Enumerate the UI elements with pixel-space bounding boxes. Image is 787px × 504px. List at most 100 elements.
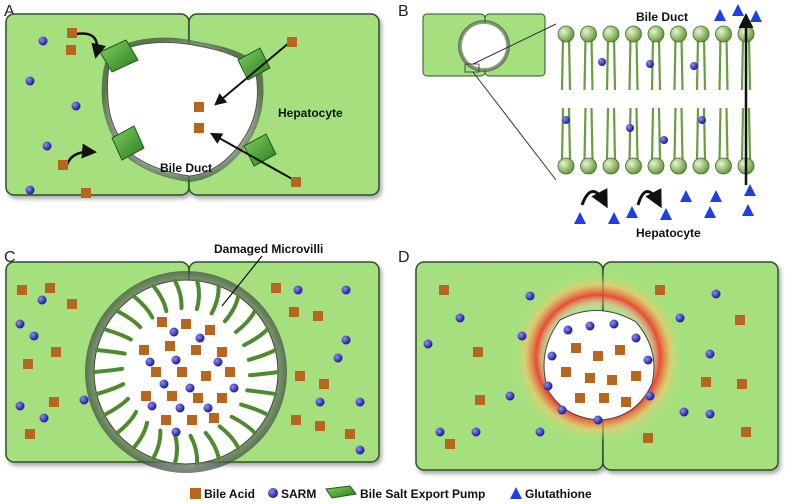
legend-sarm-swatch bbox=[268, 488, 278, 498]
bile-acid bbox=[81, 188, 91, 198]
lipid-tail bbox=[560, 107, 565, 161]
bile-acid bbox=[217, 347, 227, 357]
lipid-tail bbox=[747, 37, 752, 91]
microvillus bbox=[151, 283, 169, 314]
panel-c: C Damaged Microvilli bbox=[4, 242, 380, 473]
lipid-tail bbox=[612, 107, 617, 161]
sarm-particle bbox=[171, 427, 181, 437]
panel-b: B Bile Duct Hepatocyte bbox=[398, 3, 762, 240]
bile-acid bbox=[561, 367, 571, 377]
duct-contents bbox=[423, 285, 751, 449]
bile-acid bbox=[49, 397, 59, 407]
sarm-particle bbox=[71, 101, 81, 111]
lipid-tail bbox=[567, 37, 572, 91]
sarm-particle bbox=[203, 403, 213, 413]
bile-acid bbox=[621, 397, 631, 407]
lipid-head bbox=[670, 157, 687, 175]
sarm-particle bbox=[645, 391, 655, 401]
sarm-particle bbox=[171, 355, 181, 365]
microvillus bbox=[115, 308, 143, 330]
lipid-head bbox=[602, 25, 620, 43]
glutathione-triangle bbox=[742, 204, 754, 216]
legend-sarm-label: SARM bbox=[281, 487, 316, 501]
lipid-tail bbox=[695, 107, 700, 161]
lipid-tail bbox=[657, 37, 662, 91]
sarm-particle bbox=[585, 321, 595, 331]
sarm-particle bbox=[38, 36, 48, 46]
bile-acid bbox=[177, 367, 187, 377]
legend-bile-acid-label: Bile Acid bbox=[204, 487, 255, 501]
sarm-particle bbox=[333, 353, 343, 363]
bile-acid bbox=[51, 347, 61, 357]
panel-a: A Hepatocyte Bile Duct bbox=[4, 3, 380, 198]
glutathione-triangle bbox=[704, 206, 716, 218]
lipid-tail bbox=[747, 107, 752, 161]
bile-acid bbox=[607, 375, 617, 385]
sarm-particle bbox=[185, 383, 195, 393]
bile-acid bbox=[593, 351, 603, 361]
sarm-particle bbox=[675, 313, 685, 323]
sarm-particle bbox=[705, 409, 715, 419]
bile-acid bbox=[643, 433, 653, 443]
bile-acid bbox=[205, 325, 215, 335]
sarm-particle bbox=[147, 401, 157, 411]
lipid-tail bbox=[635, 37, 639, 91]
microvillus bbox=[131, 294, 155, 320]
mini-duct-interior bbox=[462, 24, 506, 68]
sarm-particle bbox=[547, 351, 557, 361]
lipid-tail bbox=[612, 37, 617, 91]
panel-b-letter: B bbox=[398, 3, 409, 20]
bile-acid bbox=[17, 285, 27, 295]
transport-arrow bbox=[209, 132, 295, 181]
microvillus bbox=[188, 433, 200, 466]
microvillus bbox=[172, 433, 180, 466]
lipid-tail bbox=[740, 107, 745, 161]
bile-acid bbox=[735, 315, 745, 325]
bile-acid bbox=[23, 359, 33, 369]
microvillus bbox=[217, 424, 241, 450]
duct-interior bbox=[543, 310, 655, 421]
bile-acid bbox=[631, 371, 641, 381]
lipid-head bbox=[580, 25, 597, 43]
bile-acid bbox=[701, 377, 711, 387]
sarm-particle bbox=[690, 62, 698, 70]
sarm-particle bbox=[505, 391, 515, 401]
lipid-tail bbox=[583, 37, 587, 91]
bile-acid bbox=[161, 415, 171, 425]
sarm-particle bbox=[679, 407, 689, 417]
bile-salt-export-pump bbox=[99, 39, 139, 73]
legend-glutathione-label: Glutathione bbox=[525, 487, 592, 501]
bile-acid bbox=[139, 345, 149, 355]
lipid-tail bbox=[702, 107, 707, 161]
bile-acid bbox=[25, 429, 35, 439]
bile-acid bbox=[291, 415, 301, 425]
lipid-tail bbox=[560, 37, 565, 91]
sarm-particle bbox=[213, 357, 223, 367]
lipid-tail bbox=[702, 37, 707, 91]
lipid-head bbox=[715, 25, 732, 43]
lipid-tail bbox=[718, 37, 722, 91]
lipid-head bbox=[692, 25, 710, 43]
microvillus bbox=[233, 308, 257, 335]
microvillus bbox=[239, 402, 270, 417]
lipid-head bbox=[557, 25, 575, 43]
hepatocyte-label: Hepatocyte bbox=[278, 106, 343, 120]
bile-acid bbox=[291, 177, 301, 187]
legend-glutathione-swatch bbox=[510, 487, 522, 499]
bile-acid bbox=[187, 415, 197, 425]
sarm-particle bbox=[229, 383, 239, 393]
sarm-particle bbox=[315, 397, 325, 407]
bile-acid bbox=[58, 160, 68, 170]
lipid-tail bbox=[725, 107, 729, 161]
bile-acid bbox=[287, 37, 297, 47]
lipid-tail bbox=[605, 107, 610, 161]
glutathione-triangle bbox=[660, 208, 672, 220]
lipid-head bbox=[557, 157, 575, 175]
microvillus bbox=[245, 388, 278, 397]
legend-bile-acid-swatch bbox=[190, 488, 201, 499]
microvillus bbox=[242, 327, 270, 348]
glutathione-triangle bbox=[608, 212, 620, 224]
bile-acid bbox=[167, 391, 177, 401]
lipid-tail bbox=[583, 107, 587, 161]
